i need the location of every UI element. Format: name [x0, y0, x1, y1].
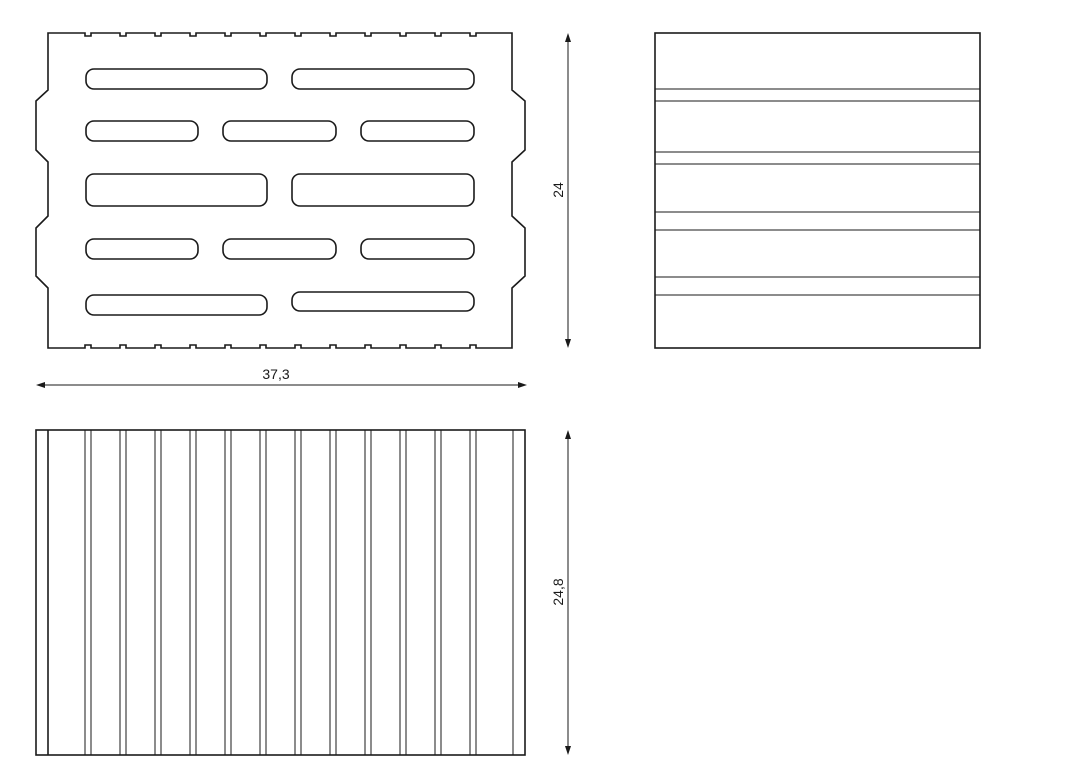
top-view-outline — [35, 429, 526, 756]
dimension-length: 37,3 — [36, 366, 527, 388]
dimension-label-height: 24 — [550, 182, 566, 198]
side-view — [654, 32, 981, 349]
perforation-slot — [291, 173, 475, 207]
front-view-outline — [35, 32, 526, 349]
dimension-height: 24 — [550, 33, 571, 348]
dimension-depth: 24,8 — [550, 430, 571, 755]
top-view — [35, 429, 526, 756]
arrowhead-bottom — [565, 339, 571, 348]
dimension-label-length: 37,3 — [262, 366, 289, 382]
perforation-slot — [360, 238, 475, 260]
perforation-slot — [85, 120, 199, 142]
perforation-slot — [222, 238, 337, 260]
arrowhead-top — [565, 430, 571, 439]
perforation-slot — [291, 68, 475, 90]
perforation-slot — [85, 68, 268, 90]
side-view-outline — [654, 32, 981, 349]
arrowhead-right — [518, 382, 527, 388]
front-view — [35, 32, 526, 349]
perforation-slot — [360, 120, 475, 142]
perforation-slot — [85, 173, 268, 207]
arrowhead-top — [565, 33, 571, 42]
dimension-label-depth: 24,8 — [550, 578, 566, 605]
perforation-slot — [222, 120, 337, 142]
perforation-slot — [291, 291, 475, 312]
perforation-slot — [85, 238, 199, 260]
arrowhead-bottom — [565, 746, 571, 755]
perforation-slot — [85, 294, 268, 316]
arrowhead-left — [36, 382, 45, 388]
